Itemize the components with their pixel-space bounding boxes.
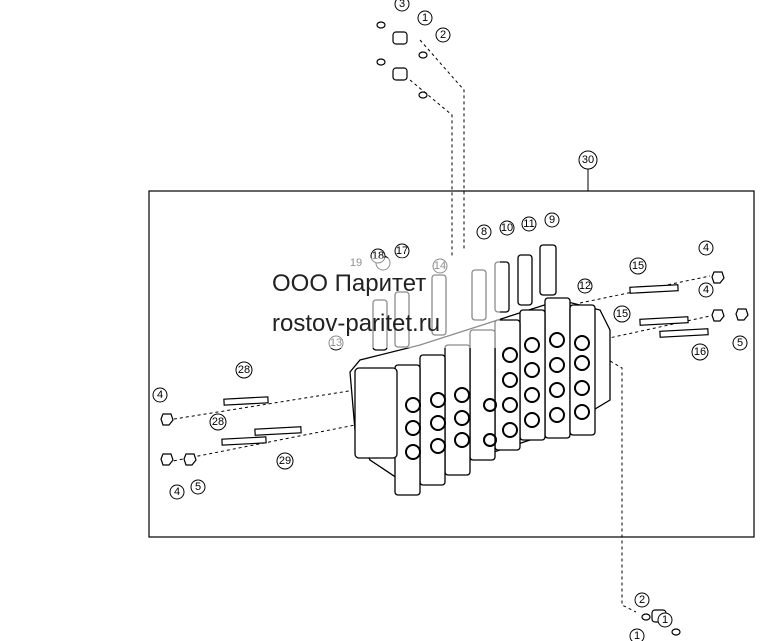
callout-label: 16 — [694, 346, 706, 358]
tie-rods — [221, 284, 709, 446]
callout-label: 4 — [703, 242, 709, 254]
callout-label: 1 — [422, 12, 428, 24]
callout-label: 4 — [157, 389, 163, 401]
callout-label: 30 — [582, 154, 594, 166]
callout-label: 12 — [579, 280, 591, 292]
callout-label: 9 — [549, 214, 555, 226]
callout-label: 15 — [616, 308, 628, 320]
callout-label: 2 — [440, 29, 446, 41]
callout-label: 3 — [399, 0, 405, 10]
callout-label: 17 — [396, 245, 408, 257]
callout-label: 10 — [501, 222, 513, 234]
callout-label: 1 — [662, 614, 668, 626]
callout-label: 28 — [212, 416, 224, 428]
top-fittings — [376, 21, 428, 99]
callout-label: 8 — [481, 226, 487, 238]
assembly-frame — [148, 190, 755, 538]
callout-label: 28 — [238, 364, 250, 376]
callout-label: 4 — [174, 486, 180, 498]
callout-label: 29 — [279, 455, 291, 467]
leader-lines — [167, 39, 711, 613]
callout-label: 5 — [737, 337, 743, 349]
callout-label: 11 — [523, 218, 534, 230]
watermark-backdrop — [250, 258, 500, 348]
watermark-site: rostov-paritet.ru — [272, 310, 441, 337]
callout-label: 4 — [703, 284, 709, 296]
callout-label: 1 — [634, 630, 640, 641]
callout-label: 2 — [639, 594, 645, 606]
watermark-company: ООО Паритет — [272, 270, 427, 297]
nuts — [160, 271, 749, 466]
callout-label: 5 — [195, 481, 201, 493]
callout-label: 15 — [632, 260, 644, 272]
ports — [405, 332, 590, 460]
